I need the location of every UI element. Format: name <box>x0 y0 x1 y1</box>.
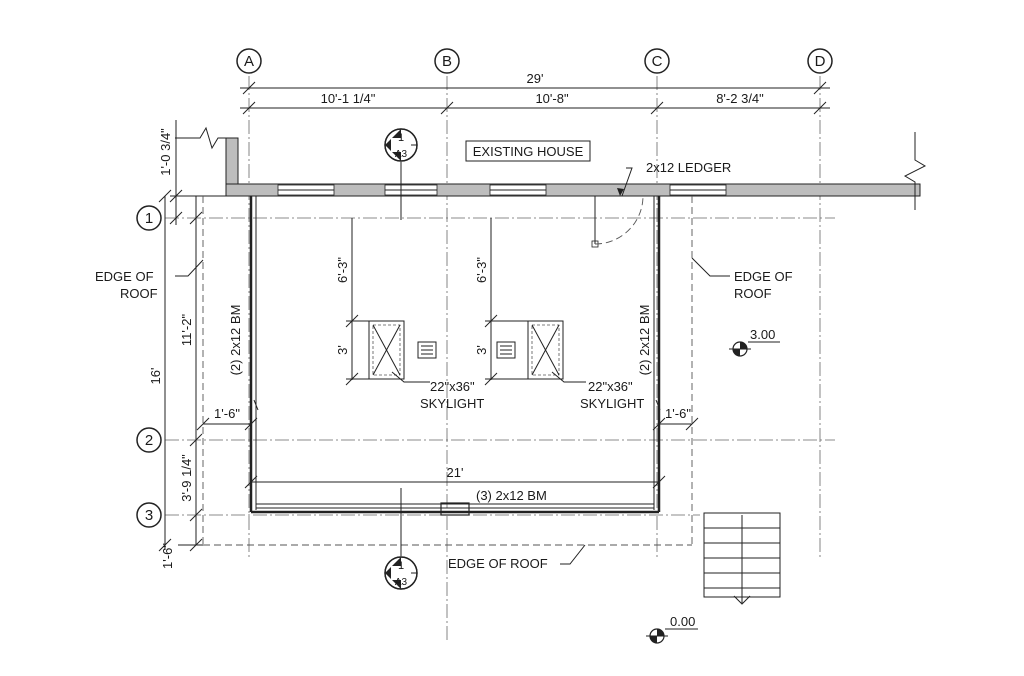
svg-text:1: 1 <box>398 560 404 572</box>
svg-text:C: C <box>652 53 663 70</box>
deck-framing <box>249 196 661 516</box>
svg-text:29': 29' <box>527 71 544 86</box>
svg-text:(2) 2x12 BM: (2) 2x12 BM <box>228 305 243 376</box>
existing-house-wall <box>175 126 927 210</box>
svg-text:A3: A3 <box>395 577 408 588</box>
svg-text:SKYLIGHT: SKYLIGHT <box>420 396 484 411</box>
svg-text:B: B <box>442 53 452 70</box>
svg-text:8'-2 3/4": 8'-2 3/4" <box>716 91 764 106</box>
beam-left-label: (2) 2x12 BM <box>228 305 243 376</box>
gridline-columns <box>248 76 821 640</box>
svg-text:11'-2": 11'-2" <box>179 314 194 347</box>
svg-text:6'-3": 6'-3" <box>474 257 489 283</box>
dimension-deck-width: 21' <box>244 465 666 489</box>
edge-of-roof-right-label: EDGE OF ROOF <box>691 257 793 301</box>
svg-text:10'-8": 10'-8" <box>535 91 569 106</box>
skylight-right <box>527 320 564 380</box>
beam-right-label: (2) 2x12 BM <box>637 305 652 376</box>
elevation-marker-upper: 3.00 <box>729 327 780 357</box>
svg-text:SKYLIGHT: SKYLIGHT <box>580 396 644 411</box>
svg-text:3': 3' <box>335 345 350 355</box>
svg-text:2x12 LEDGER: 2x12 LEDGER <box>646 160 731 175</box>
svg-text:(3) 2x12 BM: (3) 2x12 BM <box>476 488 547 503</box>
elevation-marker-lower: 0.00 <box>646 614 698 644</box>
section-marker-bottom: 1 A3 <box>384 488 418 590</box>
edge-of-roof-bottom-label: EDGE OF ROOF <box>448 544 586 571</box>
svg-text:ROOF: ROOF <box>734 286 772 301</box>
row-bubble-3: 3 <box>136 502 162 528</box>
svg-text:3.00: 3.00 <box>750 327 775 342</box>
svg-text:3': 3' <box>474 345 489 355</box>
skylight-left <box>368 320 405 380</box>
svg-text:A: A <box>244 53 254 70</box>
vent-left <box>417 341 437 359</box>
svg-text:A3: A3 <box>395 149 408 160</box>
gridline-rows <box>165 217 835 516</box>
ledger-annotation: 2x12 LEDGER <box>617 160 731 197</box>
svg-text:22"x36": 22"x36" <box>430 379 475 394</box>
svg-text:EXISTING HOUSE: EXISTING HOUSE <box>473 144 584 159</box>
skylight-left-label: 22"x36" SKYLIGHT <box>391 371 484 411</box>
dimension-depth-total: 16' <box>148 189 172 552</box>
svg-text:EDGE OF ROOF: EDGE OF ROOF <box>448 556 548 571</box>
svg-text:0.00: 0.00 <box>670 614 695 629</box>
beam-bottom-label: (3) 2x12 BM <box>476 488 547 503</box>
edge-of-roof-left-label: EDGE OF ROOF <box>95 259 204 301</box>
dimension-roof-edge-bottom-left: 1'-6" <box>160 543 203 569</box>
svg-text:22"x36": 22"x36" <box>588 379 633 394</box>
svg-text:10'-1 1/4": 10'-1 1/4" <box>321 91 376 106</box>
section-marker-top: 1 A3 <box>384 128 418 220</box>
svg-text:6'-3": 6'-3" <box>335 257 350 283</box>
svg-text:1: 1 <box>398 132 404 144</box>
column-bubble-a: A <box>236 48 262 74</box>
row-bubble-2: 2 <box>136 427 162 453</box>
dimension-bays: 10'-1 1/4" 10'-8" 8'-2 3/4" <box>240 91 830 115</box>
existing-house-label: EXISTING HOUSE <box>465 140 591 162</box>
svg-text:21': 21' <box>447 465 464 480</box>
skylight-right-label: 22"x36" SKYLIGHT <box>551 371 644 411</box>
dimension-overhang-right: 1'-6" <box>652 406 699 431</box>
svg-text:3: 3 <box>145 507 153 524</box>
dimension-overhang-left: 1'-6" <box>196 406 258 431</box>
svg-text:1: 1 <box>145 210 153 227</box>
svg-text:EDGE OF: EDGE OF <box>95 269 154 284</box>
dimension-left-string: 11'-2" 3'-9 1/4" <box>179 196 203 552</box>
column-bubble-c: C <box>644 48 670 74</box>
svg-text:1'-6": 1'-6" <box>160 543 175 569</box>
dimension-skylight-right: 6'-3" 3' <box>474 218 528 386</box>
svg-text:2: 2 <box>145 432 153 449</box>
vent-right <box>496 341 516 359</box>
dimension-overall-width: 29' <box>240 71 830 95</box>
svg-text:3'-9 1/4": 3'-9 1/4" <box>179 454 194 502</box>
row-bubble-1: 1 <box>136 205 162 231</box>
svg-text:1'-6": 1'-6" <box>214 406 240 421</box>
svg-text:D: D <box>815 53 826 70</box>
stairs <box>703 512 781 605</box>
column-bubble-b: B <box>434 48 460 74</box>
door-swing <box>591 195 644 248</box>
svg-text:1'-6": 1'-6" <box>665 406 691 421</box>
svg-text:1'-0 3/4": 1'-0 3/4" <box>158 128 173 176</box>
column-bubble-d: D <box>807 48 833 74</box>
svg-text:16': 16' <box>148 368 163 385</box>
svg-text:ROOF: ROOF <box>120 286 158 301</box>
edge-of-roof <box>202 196 693 546</box>
dimension-wall-to-grid1: 1'-0 3/4" <box>158 120 226 225</box>
svg-text:EDGE OF: EDGE OF <box>734 269 793 284</box>
dimension-skylight-left: 6'-3" 3' <box>335 218 369 386</box>
svg-text:(2) 2x12 BM: (2) 2x12 BM <box>637 305 652 376</box>
